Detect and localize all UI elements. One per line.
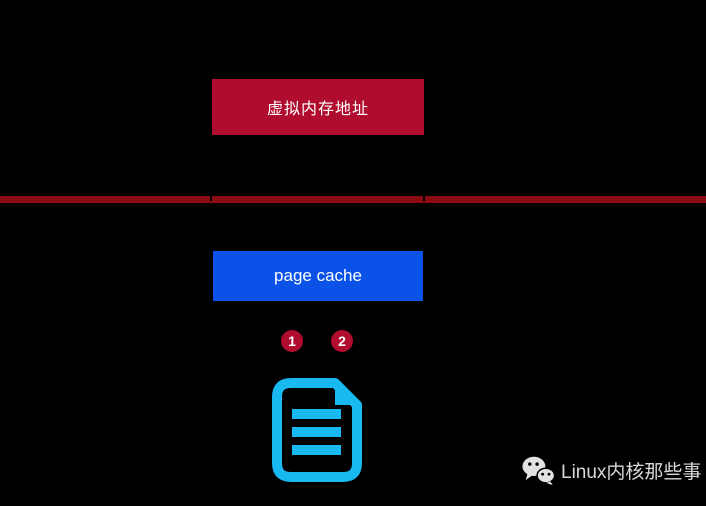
user-kernel-boundary-line <box>0 196 706 203</box>
page-cache-box: page cache <box>213 251 423 301</box>
page-cache-label: page cache <box>274 266 362 285</box>
boundary-line-tick-right <box>423 196 425 201</box>
boundary-line-tick-left <box>210 196 212 201</box>
step-marker-1: 1 <box>281 330 303 352</box>
wechat-icon <box>522 455 556 486</box>
virtual-memory-address-label: 虚拟内存地址 <box>266 101 369 118</box>
step-marker-1-label: 1 <box>288 333 296 349</box>
brand-text: Linux内核那些事 <box>561 462 702 483</box>
document-icon <box>269 378 365 482</box>
step-marker-2: 2 <box>331 330 353 352</box>
step-marker-2-label: 2 <box>338 333 346 349</box>
watermark: Linux内核那些事 <box>522 455 701 486</box>
virtual-memory-address-box: 虚拟内存地址 <box>212 79 424 135</box>
